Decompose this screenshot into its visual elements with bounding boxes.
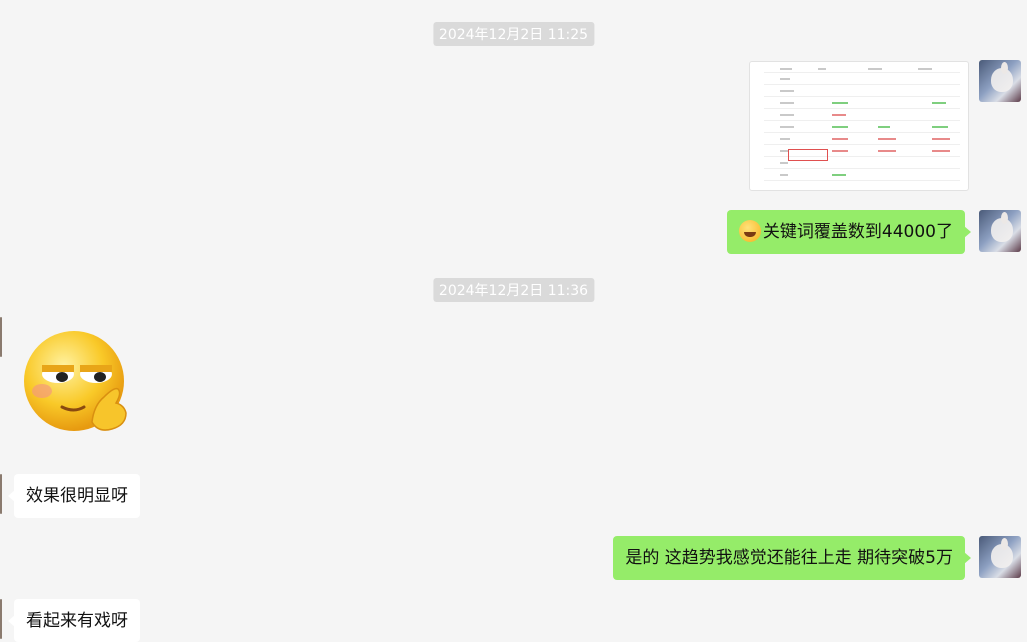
- message-bubble-received[interactable]: 看起来有戏呀: [8, 599, 140, 642]
- smirk-sticker-icon[interactable]: [22, 327, 132, 437]
- avatar-self[interactable]: [979, 60, 1021, 102]
- avatar-other-edge[interactable]: [0, 474, 2, 514]
- message-text: 看起来有戏呀: [26, 611, 128, 631]
- message-bubble-received[interactable]: 效果很明显呀: [8, 474, 140, 518]
- shared-image-table-screenshot[interactable]: [749, 61, 969, 191]
- message-bubble-sent[interactable]: 是的 这趋势我感觉还能往上走 期待突破5万: [613, 536, 971, 580]
- avatar-other-edge[interactable]: [0, 599, 2, 639]
- highlight-box: [788, 149, 828, 161]
- avatar-self[interactable]: [979, 536, 1021, 578]
- grinning-emoji-icon: [738, 220, 761, 242]
- avatar-other-edge[interactable]: [0, 317, 2, 357]
- timestamp: 2024年12月2日 11:36: [432, 278, 595, 302]
- timestamp: 2024年12月2日 11:25: [432, 22, 595, 46]
- message-text: 是的 这趋势我感觉还能往上走 期待突破5万: [625, 548, 953, 568]
- avatar-self[interactable]: [979, 210, 1021, 252]
- message-bubble-sent[interactable]: 关键词覆盖数到44000了: [726, 210, 972, 254]
- message-text: 效果很明显呀: [26, 486, 128, 506]
- message-text: 关键词覆盖数到44000了: [762, 222, 953, 242]
